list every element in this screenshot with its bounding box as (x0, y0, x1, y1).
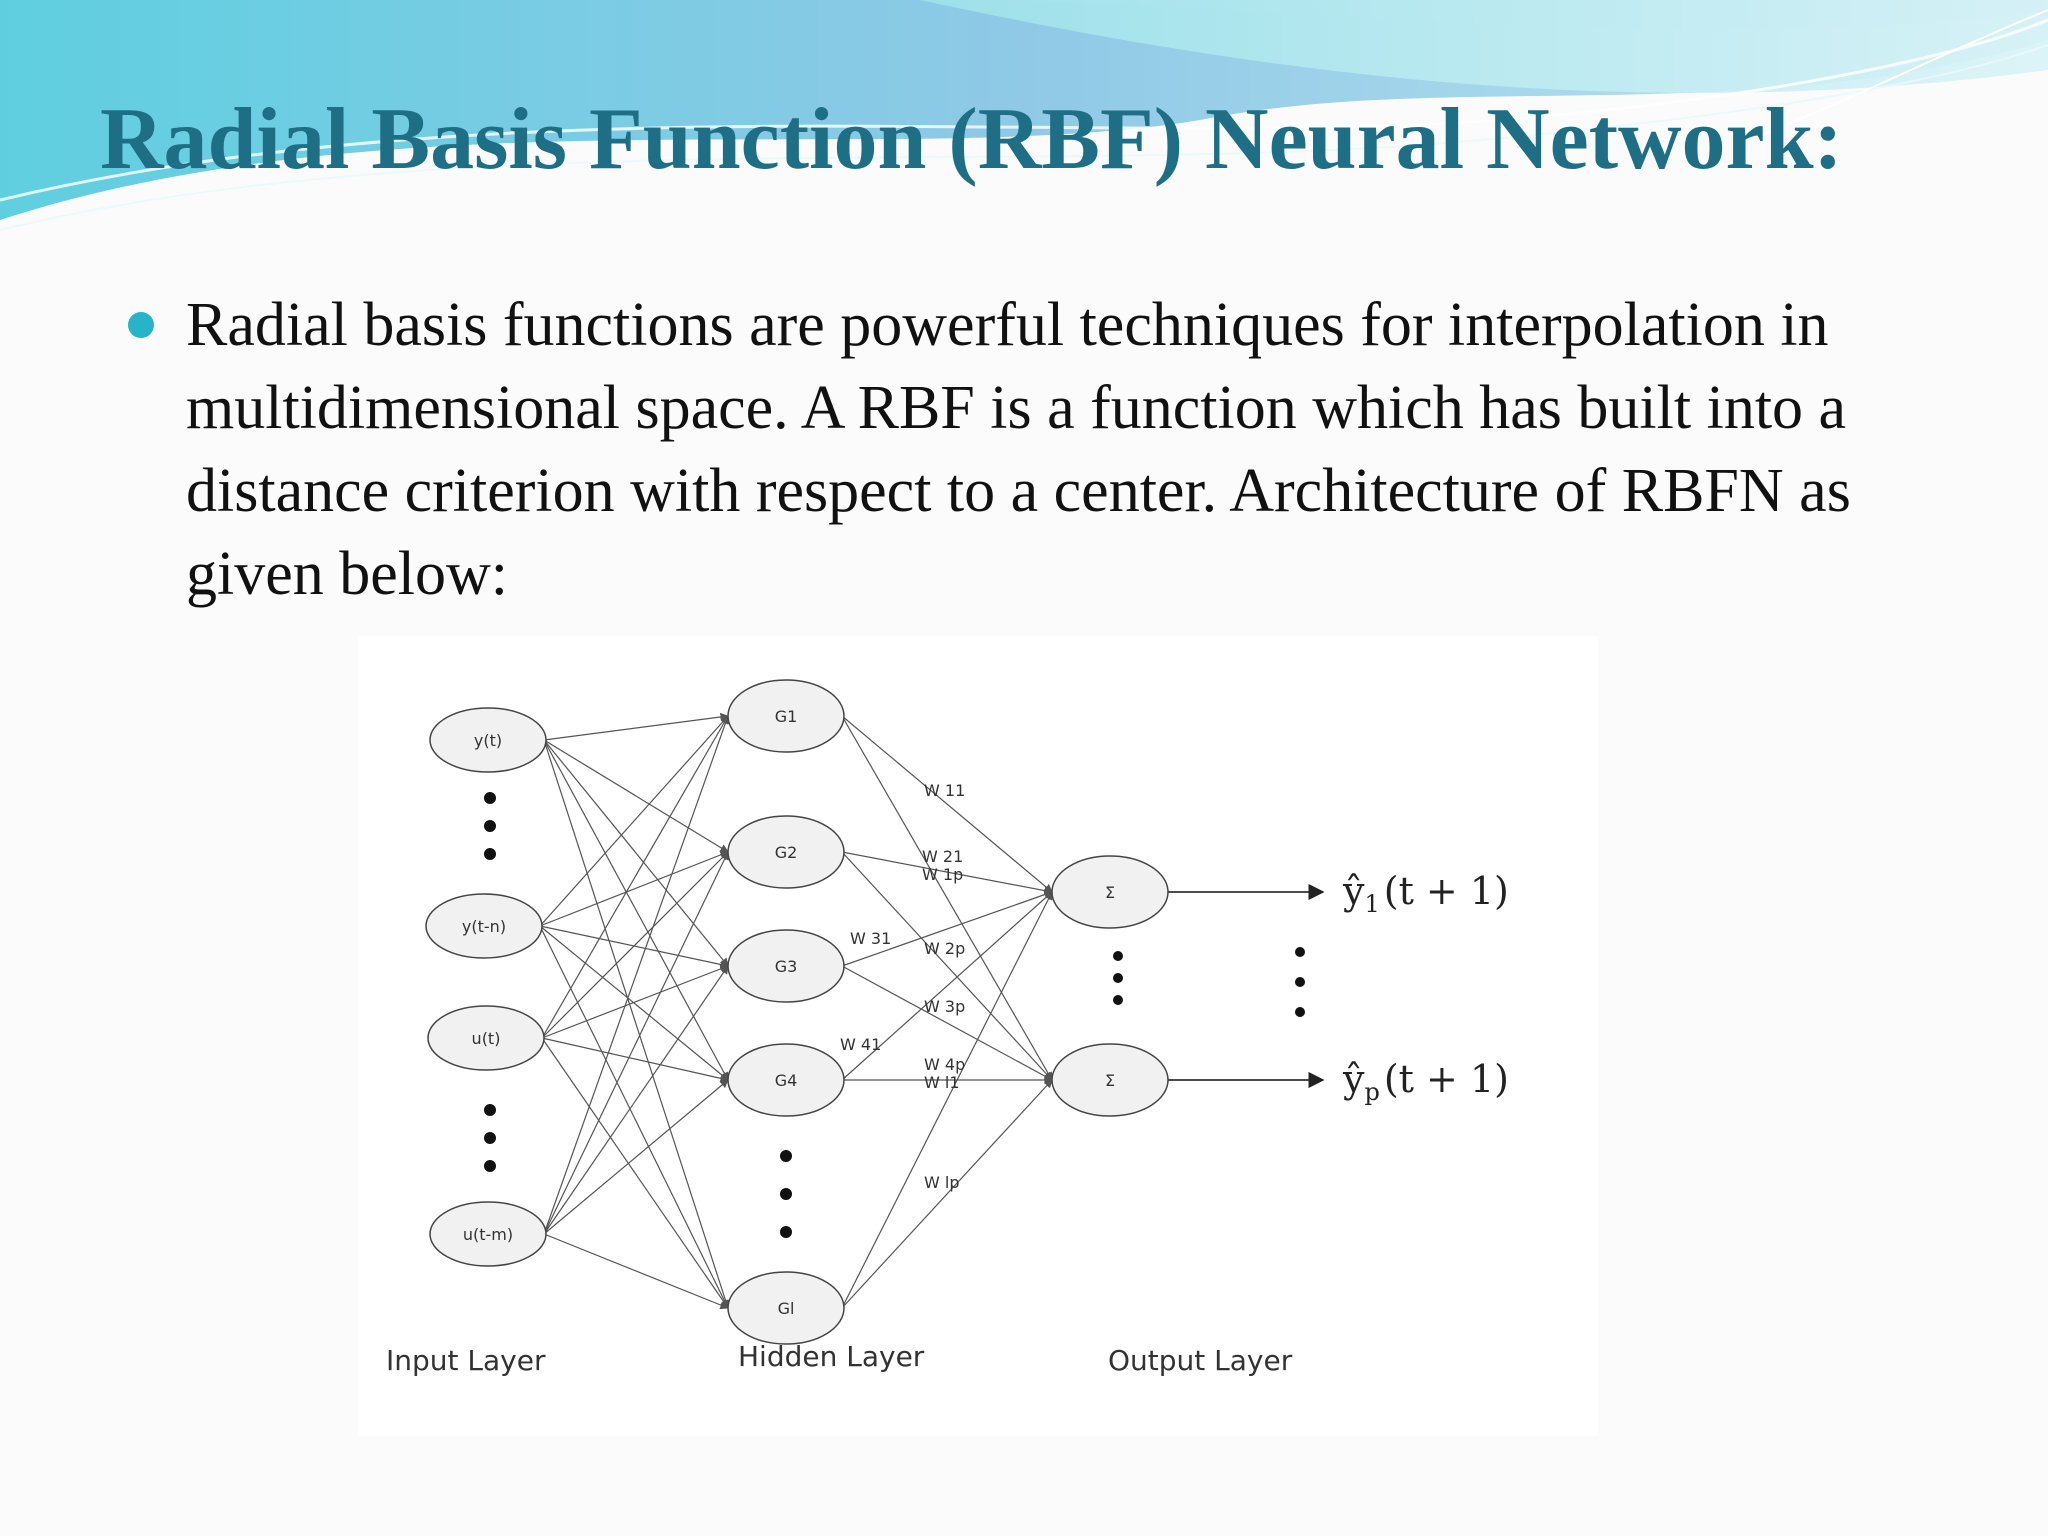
output-subscript: 1 (1364, 890, 1379, 918)
input-node-label: u(t) (472, 1029, 501, 1048)
connection-line (543, 739, 729, 853)
background-waves (0, 0, 2048, 231)
connection-line (543, 965, 729, 1235)
connection-line (541, 851, 729, 1039)
connection-line (539, 850, 729, 927)
hidden-node-label: G4 (775, 1071, 798, 1090)
weight-label: W 41 (840, 1035, 881, 1054)
weight-label: W 3p (924, 997, 965, 1016)
weight-label: W 31 (850, 929, 891, 948)
rbf-diagram-svg: y(t) y(t-n) u(t) u(t-m) G1 G2 (386, 679, 1509, 1377)
connection-line (543, 739, 730, 1309)
hidden-node-label: G3 (775, 957, 798, 976)
connection-line (541, 1037, 729, 1309)
weight-label: W 2p (924, 939, 965, 958)
ellipsis-dots (484, 792, 1305, 1238)
input-node: u(t) (427, 1005, 545, 1071)
weight-label: W 1p (922, 865, 963, 884)
input-node: u(t-m) (429, 1201, 547, 1267)
connection-line (539, 925, 729, 1309)
connection-line (841, 891, 1053, 1309)
output-node-label: Σ (1105, 1071, 1115, 1090)
hidden-node: G2 (727, 815, 845, 889)
output-argument: (t + 1) (1384, 1057, 1509, 1101)
connection-line (841, 890, 1053, 967)
weight-label: W l1 (924, 1073, 960, 1092)
output-expression: ŷp(t + 1) (1342, 1057, 1509, 1106)
layer-label: Output Layer (1108, 1344, 1293, 1377)
input-node: y(t) (429, 707, 547, 773)
connection-line (541, 715, 729, 1039)
layer-label: Hidden Layer (738, 1340, 925, 1373)
output-node: Σ (1051, 1043, 1169, 1117)
weight-label: W 4p (924, 1055, 965, 1074)
layer-label: Input Layer (386, 1344, 546, 1377)
output-argument: (t + 1) (1384, 869, 1509, 913)
svg-text:ŷ1(t + 1): ŷ1(t + 1) (1342, 869, 1509, 918)
connection-line (543, 712, 729, 741)
hidden-node: G3 (727, 929, 845, 1003)
connection-line (543, 715, 730, 1235)
output-node-label: Σ (1105, 883, 1115, 902)
connection-line (841, 965, 1053, 1081)
connection-line (841, 851, 1053, 895)
connection-line (841, 1079, 1053, 1309)
output-expression: ŷ1(t + 1) (1342, 869, 1509, 918)
connection-line (543, 1233, 729, 1310)
connection-line (543, 851, 729, 1235)
output-symbol: ŷ (1342, 869, 1365, 913)
bullet-text: Radial basis functions are powerful tech… (186, 291, 1851, 608)
connection-line (543, 739, 729, 1081)
connection-line (841, 715, 1053, 893)
input-node-label: u(t-m) (463, 1225, 513, 1244)
bullet-icon (128, 312, 154, 338)
hidden-node-label: Gl (778, 1299, 795, 1318)
svg-text:ŷp(t + 1): ŷp(t + 1) (1342, 1057, 1509, 1106)
hidden-node: Gl (727, 1271, 845, 1345)
connection-line (841, 851, 1053, 1081)
connection-line (541, 1037, 729, 1083)
rbf-diagram: y(t) y(t-n) u(t) u(t-m) G1 G2 (358, 636, 1598, 1436)
output-subscript: p (1364, 1078, 1379, 1106)
connection-line (539, 715, 729, 927)
connection-line (543, 1079, 729, 1235)
input-node: y(t-n) (425, 893, 543, 959)
weight-label: W 21 (922, 847, 963, 866)
connection-lines (539, 712, 1053, 1310)
hidden-node-label: G2 (775, 843, 798, 862)
connection-line (841, 891, 1053, 1081)
hidden-node: G1 (727, 679, 845, 753)
input-node-label: y(t) (474, 731, 502, 750)
hidden-node-label: G1 (775, 707, 798, 726)
output-symbol: ŷ (1342, 1057, 1365, 1101)
output-node: Σ (1051, 855, 1169, 929)
weight-label: W 11 (924, 781, 965, 800)
slide-title: Radial Basis Function (RBF) Neural Netwo… (100, 91, 1843, 188)
connection-line (841, 715, 1053, 1081)
connection-line (543, 739, 729, 967)
input-node-label: y(t-n) (462, 917, 506, 936)
hidden-node: G4 (727, 1043, 845, 1117)
weight-label: W lp (924, 1173, 960, 1192)
connection-line (541, 964, 729, 1039)
